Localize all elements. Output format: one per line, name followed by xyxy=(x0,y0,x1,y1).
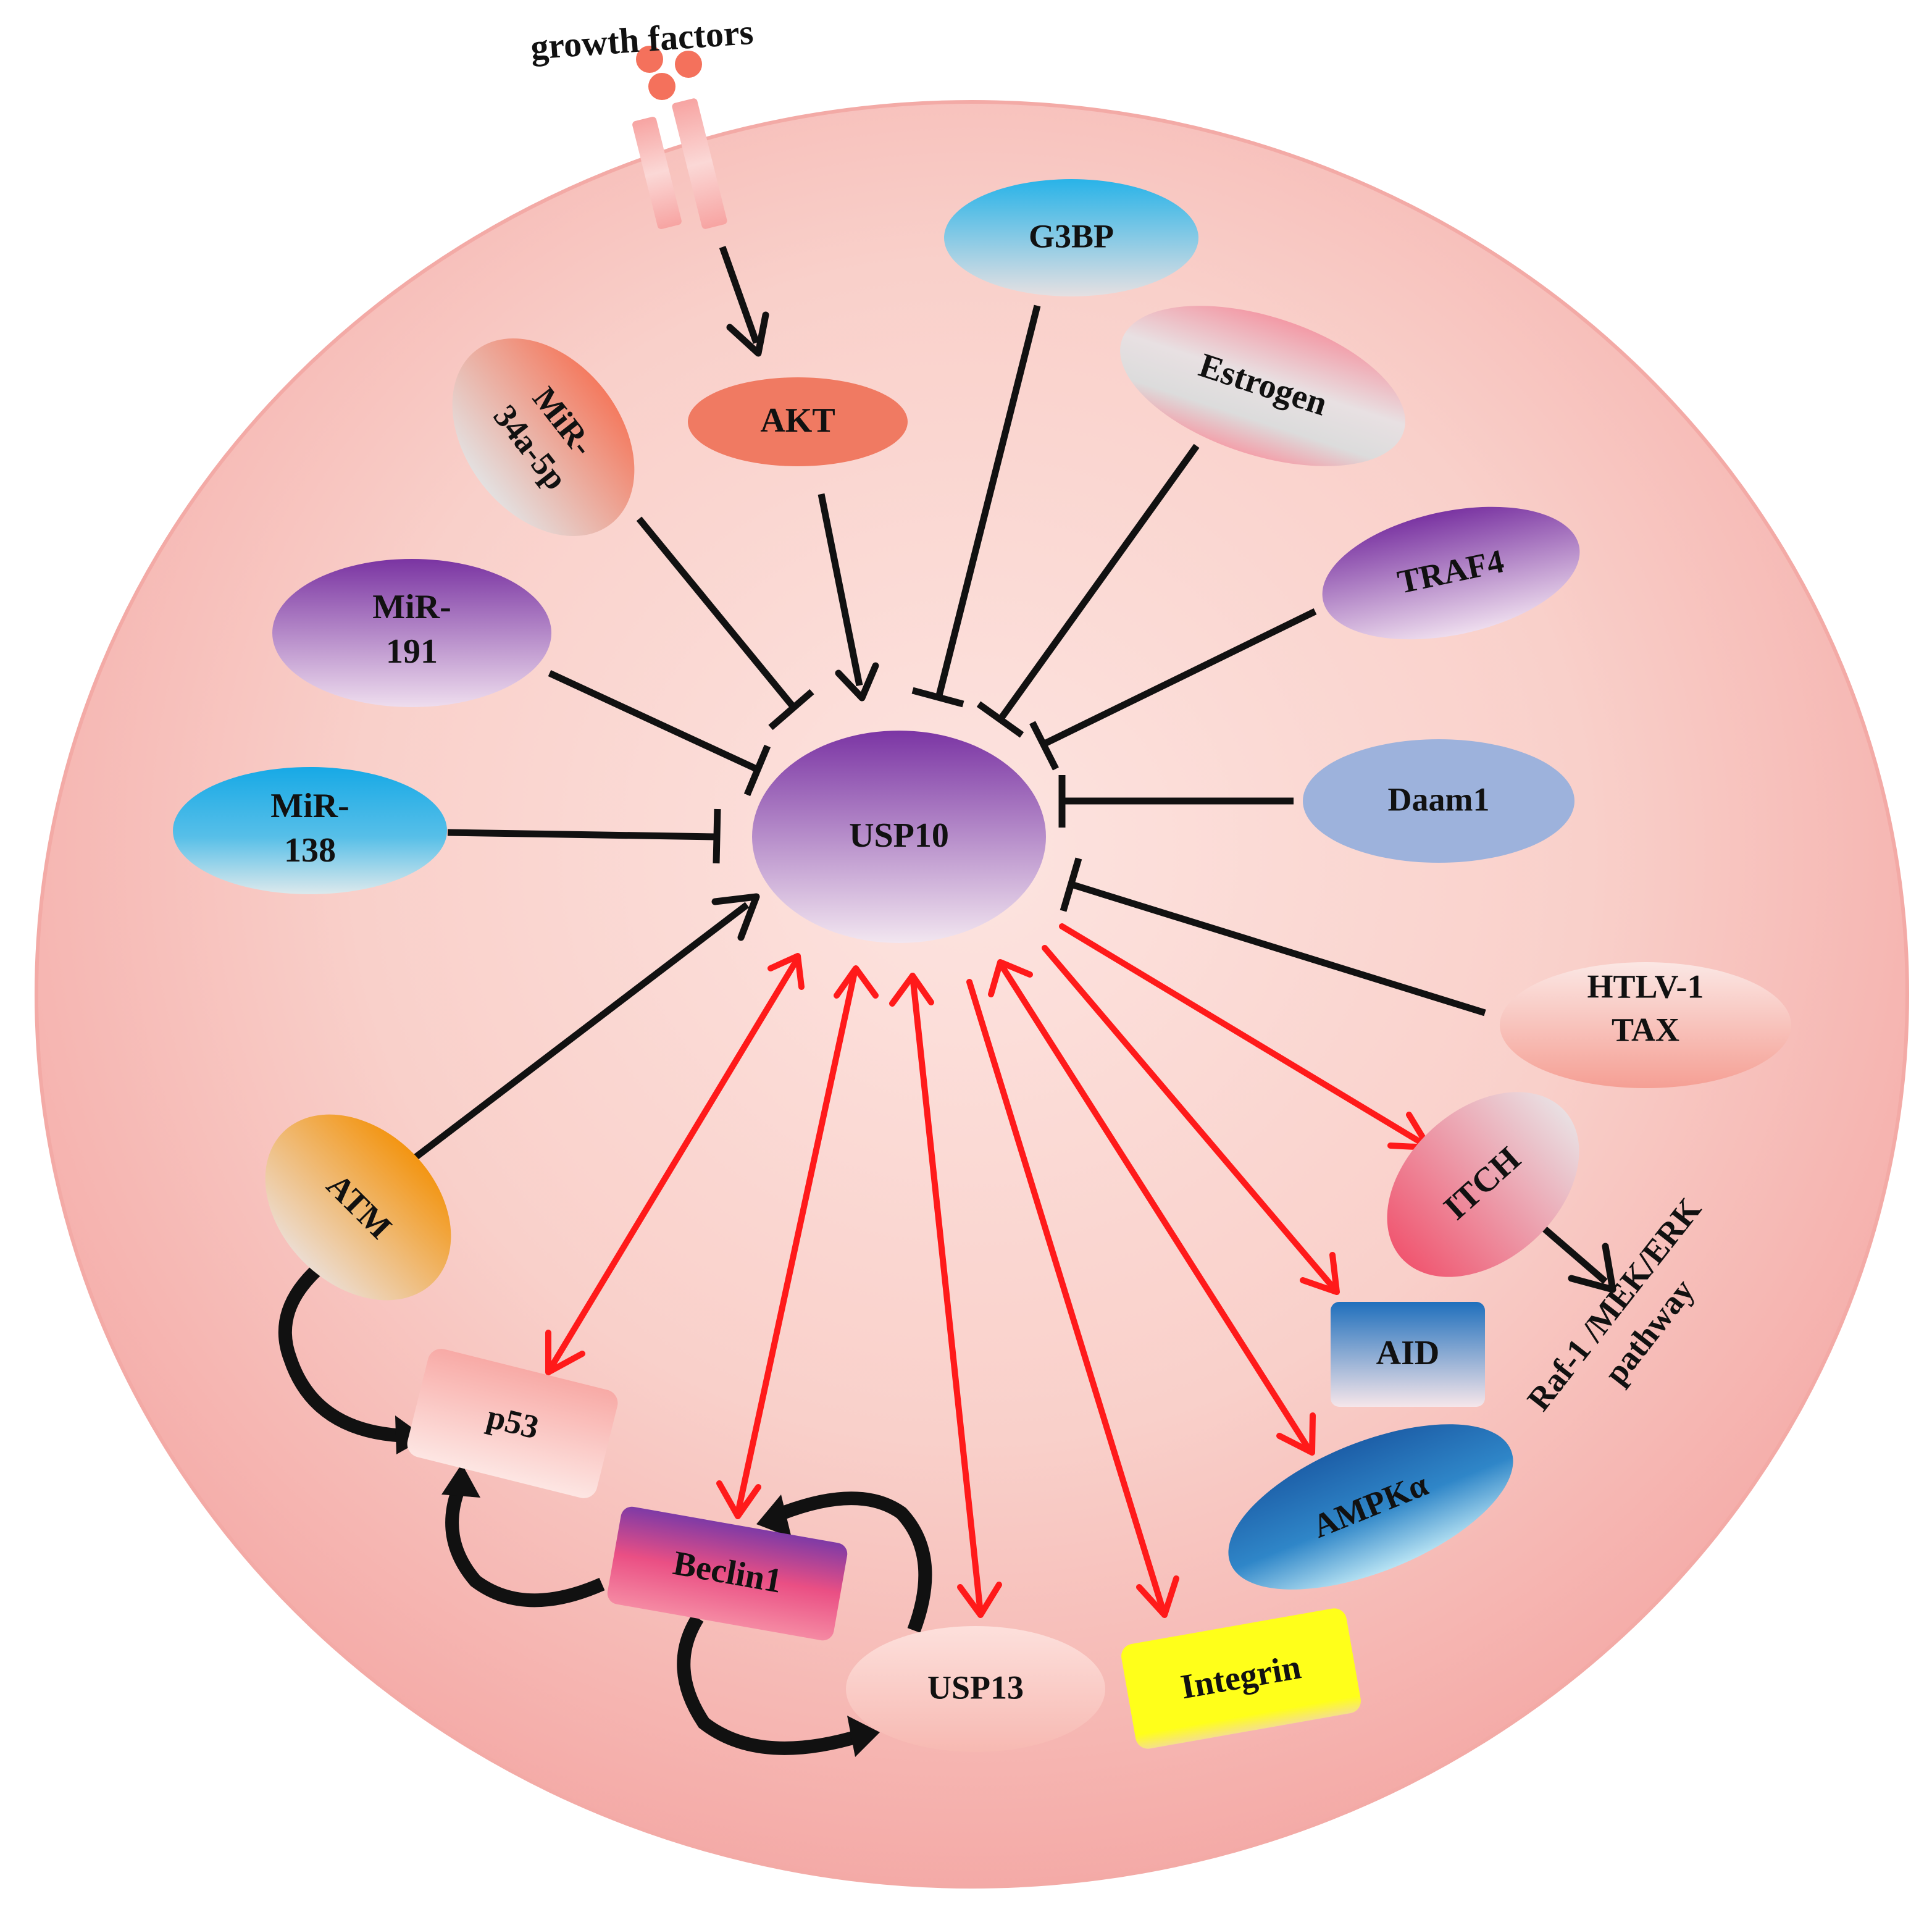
mir138-label-line2: 138 xyxy=(284,831,336,870)
growth-factor-receptor xyxy=(632,98,727,229)
inhibition-lines xyxy=(447,304,1486,1017)
htlv1-label-line1: HTLV-1 xyxy=(1587,968,1704,1005)
node-mir-138: MiR- 138 xyxy=(173,767,447,894)
node-atm: ATM xyxy=(265,1114,451,1301)
node-usp10: USP10 xyxy=(752,731,1046,943)
g3bp-label: G3BP xyxy=(1029,217,1114,254)
mir191-label-line2: 191 xyxy=(386,632,438,671)
node-ampka: AMPKα xyxy=(1228,1424,1513,1590)
node-daam1: Daam1 xyxy=(1303,739,1574,863)
feedback-curves xyxy=(278,1260,932,1757)
activation-arrows xyxy=(408,246,1616,1293)
node-usp13: USP13 xyxy=(846,1626,1105,1752)
node-integrin: Integrin xyxy=(1121,1608,1361,1749)
node-p53: p53 xyxy=(407,1349,618,1498)
mir138-label-line1: MiR- xyxy=(270,787,349,825)
usp13-label: USP13 xyxy=(927,1669,1024,1706)
akt-label: AKT xyxy=(760,401,835,440)
usp10-label: USP10 xyxy=(849,816,949,855)
node-itch: ITCH xyxy=(1387,1092,1579,1277)
aid-label: AID xyxy=(1376,1334,1440,1372)
node-traf4: TRAF4 xyxy=(1322,506,1580,640)
node-mir-191: MiR- 191 xyxy=(272,559,551,707)
growth-factor-ligands xyxy=(636,46,702,100)
node-akt: AKT xyxy=(688,377,908,466)
node-mir-34a-5p xyxy=(452,338,635,536)
mir191-label-line1: MiR- xyxy=(372,588,451,626)
interaction-arrows xyxy=(545,923,1432,1618)
node-htlv1-tax: HTLV-1 TAX xyxy=(1500,962,1791,1088)
htlv1-label-line2: TAX xyxy=(1612,1011,1679,1048)
node-aid: AID xyxy=(1331,1302,1485,1407)
node-beclin1: Beclin1 xyxy=(607,1506,848,1641)
daam1-label: Daam1 xyxy=(1388,781,1490,818)
node-estrogen: Estrogen xyxy=(1120,306,1405,466)
node-g3bp: G3BP xyxy=(944,179,1198,296)
growth-factors-label: growth factors xyxy=(529,12,755,67)
